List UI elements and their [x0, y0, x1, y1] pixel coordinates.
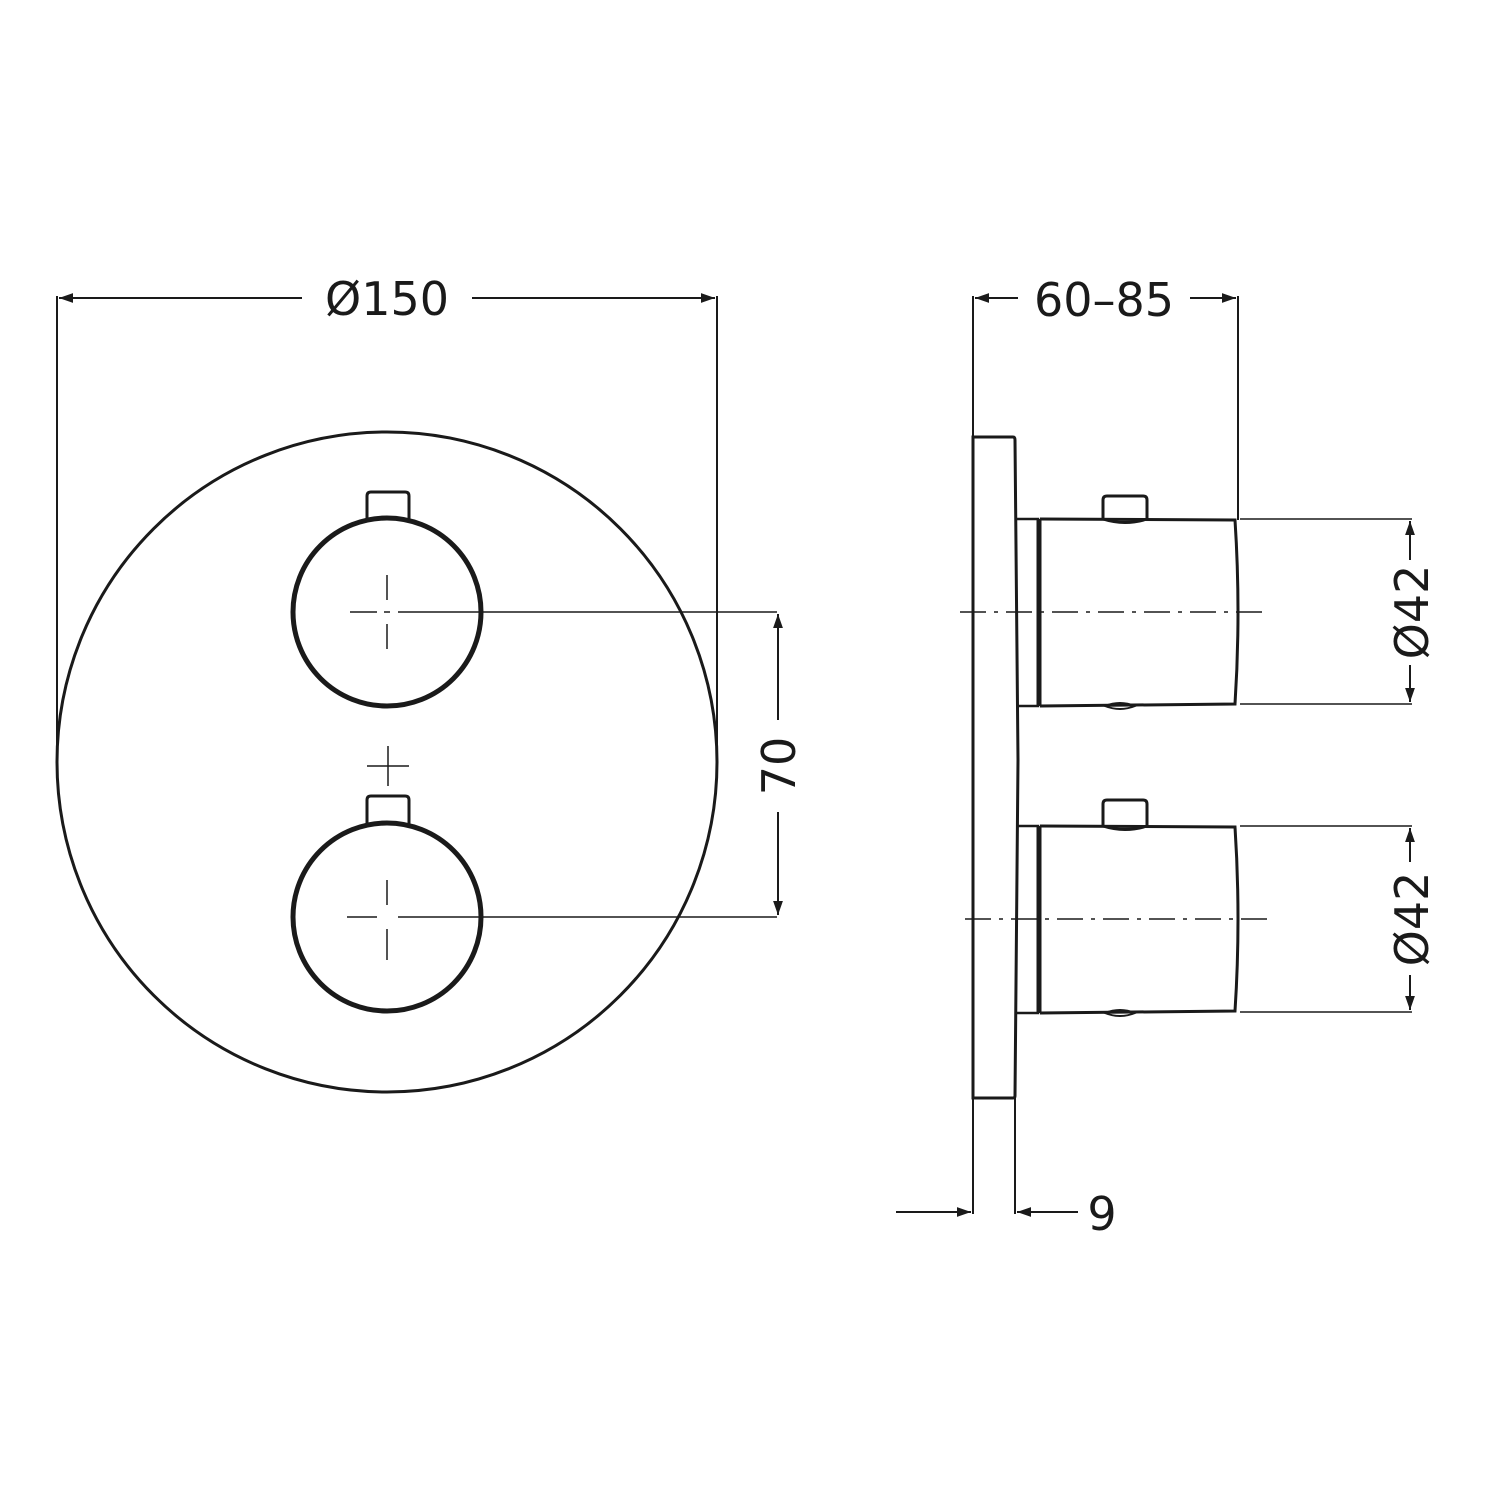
- plate-profile: [971, 435, 1020, 1100]
- projection-label: 60–85: [1034, 273, 1174, 327]
- lower-handle: [290, 794, 777, 1014]
- upper-handle: [290, 490, 777, 709]
- upper-handle-side: [960, 494, 1415, 710]
- plate-diameter-label: Ø150: [325, 272, 449, 326]
- plate-thickness-label: 9: [1087, 1187, 1116, 1241]
- handle-bottom-diameter-label: Ø42: [1385, 872, 1439, 967]
- handle-spacing-label: 70: [752, 737, 806, 796]
- side-view: [896, 293, 1415, 1217]
- lower-handle-side: [965, 798, 1415, 1017]
- handle-top-diameter-label: Ø42: [1385, 565, 1439, 660]
- front-view: [55, 293, 783, 1094]
- cover-plate: [55, 430, 719, 1094]
